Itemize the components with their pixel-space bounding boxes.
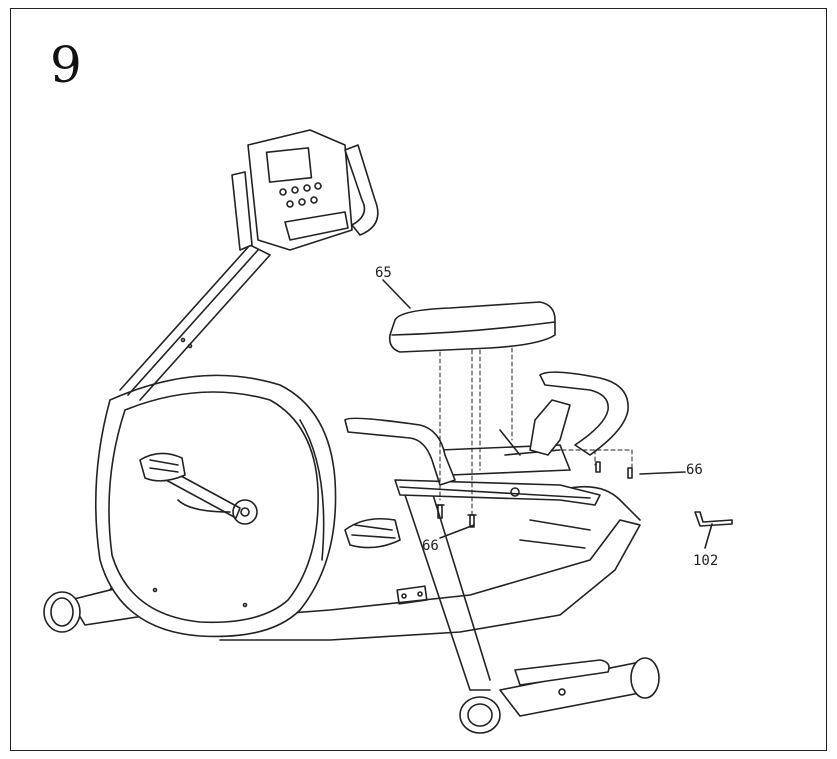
leader-allen-key — [705, 524, 712, 548]
flywheel-cover — [96, 375, 336, 636]
leader-seat — [383, 280, 410, 308]
leader-bolt-right — [640, 472, 685, 474]
bolts-66 — [436, 462, 685, 538]
bolt-icon — [468, 515, 476, 527]
right-pedal — [345, 519, 400, 548]
seat-rail — [395, 445, 600, 505]
side-handle-left — [345, 418, 455, 485]
alignment-lines — [440, 348, 632, 515]
allen-key-icon — [695, 512, 732, 548]
bolt-icon — [628, 468, 632, 478]
backrest-bracket — [500, 400, 570, 455]
step-number: 9 — [50, 36, 82, 94]
callout-102: 102 — [693, 553, 719, 569]
console-handlebars — [232, 145, 378, 250]
rear-stabilizer — [460, 658, 659, 733]
side-handle-right — [540, 372, 628, 455]
leader-bolt-left — [440, 525, 474, 538]
console-buttons — [280, 183, 321, 207]
callout-66-right: 66 — [686, 462, 703, 478]
callout-66-left: 66 — [422, 538, 439, 554]
diagram-frame — [10, 8, 827, 751]
callout-65: 65 — [375, 265, 392, 281]
seat-cushion — [383, 280, 555, 352]
left-pedal — [140, 453, 240, 518]
bolt-icon — [596, 462, 600, 472]
console — [248, 130, 352, 250]
upright-mast — [120, 245, 270, 400]
bolt-icon — [436, 505, 444, 518]
